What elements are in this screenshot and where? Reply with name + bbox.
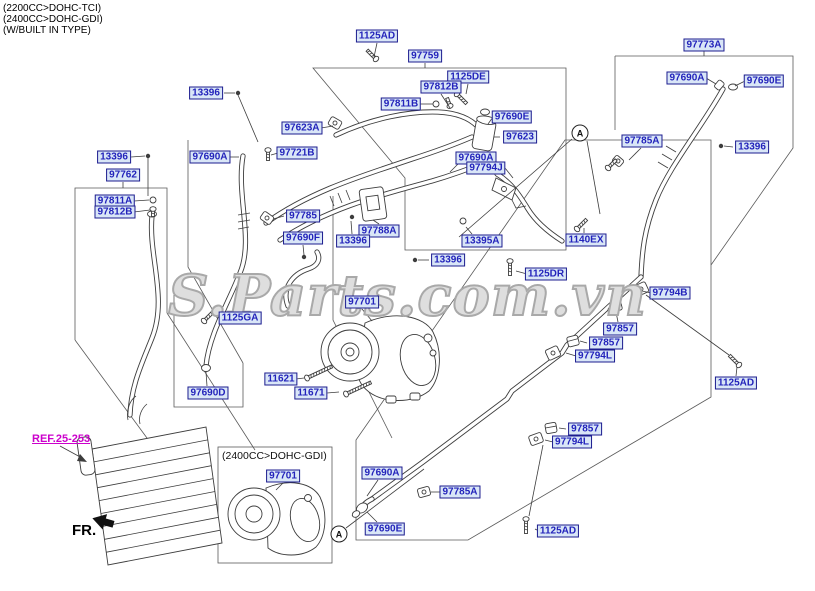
compressor bbox=[320, 315, 440, 404]
condenser bbox=[76, 395, 223, 566]
part-label[interactable]: 97773A bbox=[683, 38, 725, 52]
part-label[interactable]: 97623 bbox=[503, 130, 537, 144]
engine-variant-note: (2200CC>DOHC-TCI) (2400CC>DOHC-GDI) (W/B… bbox=[3, 3, 103, 36]
part-label[interactable]: 1125AD bbox=[714, 376, 758, 390]
inset-box bbox=[217, 446, 333, 564]
part-label[interactable]: 13396 bbox=[735, 140, 769, 154]
part-label[interactable]: 97690E bbox=[364, 522, 406, 536]
part-label[interactable]: 13396 bbox=[431, 253, 465, 267]
part-label[interactable]: 97690E bbox=[491, 110, 533, 124]
ref-leader bbox=[59, 445, 87, 462]
small-parts bbox=[145, 48, 743, 534]
detail-marker[interactable]: A bbox=[330, 525, 348, 543]
part-label[interactable]: 97721B bbox=[276, 146, 318, 160]
part-label[interactable]: 13396 bbox=[336, 234, 370, 248]
part-label[interactable]: 1125AD bbox=[355, 29, 399, 43]
part-label[interactable]: 97811B bbox=[380, 97, 422, 111]
part-label[interactable]: 97785A bbox=[621, 134, 663, 148]
fr-arrow-icon bbox=[92, 514, 115, 530]
part-label[interactable]: 97759 bbox=[408, 49, 442, 63]
part-label[interactable]: 1125DR bbox=[524, 267, 568, 281]
fr-label: FR. bbox=[72, 522, 97, 539]
ref-link[interactable]: REF.25-253 bbox=[32, 433, 91, 445]
part-label[interactable]: 97794L bbox=[552, 435, 592, 449]
part-label[interactable]: 97690F bbox=[283, 231, 323, 245]
expansion-valve bbox=[471, 115, 497, 152]
bracket-97794j bbox=[491, 177, 527, 209]
fitting-97690d bbox=[201, 364, 211, 372]
inset-caption: (2400CC>DOHC-GDI) bbox=[222, 450, 327, 462]
part-label[interactable]: 97690D bbox=[187, 386, 229, 400]
compressor-inset bbox=[227, 482, 326, 556]
part-label[interactable]: 13396 bbox=[97, 150, 131, 164]
hose-ribs bbox=[237, 145, 677, 230]
part-label[interactable]: 97690A bbox=[361, 466, 403, 480]
part-label[interactable]: 97857 bbox=[589, 336, 623, 350]
part-label[interactable]: 97794L bbox=[575, 349, 615, 363]
part-label[interactable]: 97690E bbox=[743, 74, 785, 88]
part-label[interactable]: 97794J bbox=[466, 161, 506, 175]
part-label[interactable]: 97690A bbox=[189, 150, 231, 164]
fitting-top-right bbox=[714, 79, 738, 91]
part-label[interactable]: 97785A bbox=[439, 485, 481, 499]
part-label[interactable]: 13396 bbox=[189, 86, 223, 100]
part-label[interactable]: 97812B bbox=[420, 80, 462, 94]
part-label[interactable]: 13395A bbox=[461, 234, 503, 248]
part-label[interactable]: 97788A bbox=[358, 224, 400, 238]
detail-marker[interactable]: A bbox=[571, 124, 589, 142]
cap-97690e bbox=[480, 108, 490, 116]
leader-lines bbox=[122, 42, 746, 532]
fitting-bottom bbox=[351, 502, 369, 518]
part-label[interactable]: 11671 bbox=[294, 386, 328, 400]
part-label[interactable]: 97812B bbox=[94, 205, 136, 219]
part-label[interactable]: 1140EX bbox=[565, 233, 607, 247]
part-label[interactable]: 97762 bbox=[106, 168, 140, 182]
grommet-97788a bbox=[358, 186, 388, 222]
part-label[interactable]: 11621 bbox=[264, 372, 298, 386]
part-label[interactable]: 97701 bbox=[266, 469, 300, 483]
part-label[interactable]: 97623A bbox=[281, 121, 323, 135]
hoses bbox=[127, 86, 726, 511]
part-label[interactable]: 1125DE bbox=[447, 70, 489, 84]
part-label[interactable]: 97857 bbox=[568, 422, 602, 436]
part-label[interactable]: 1125GA bbox=[218, 311, 262, 325]
part-label[interactable]: 1125AD bbox=[536, 524, 580, 538]
part-label[interactable]: 97701 bbox=[345, 295, 379, 309]
part-label[interactable]: 97857 bbox=[603, 322, 637, 336]
part-label[interactable]: 97785 bbox=[286, 209, 320, 223]
part-label[interactable]: 97690A bbox=[666, 71, 708, 85]
region-outlines bbox=[74, 55, 794, 564]
part-label[interactable]: 97794B bbox=[649, 286, 691, 300]
